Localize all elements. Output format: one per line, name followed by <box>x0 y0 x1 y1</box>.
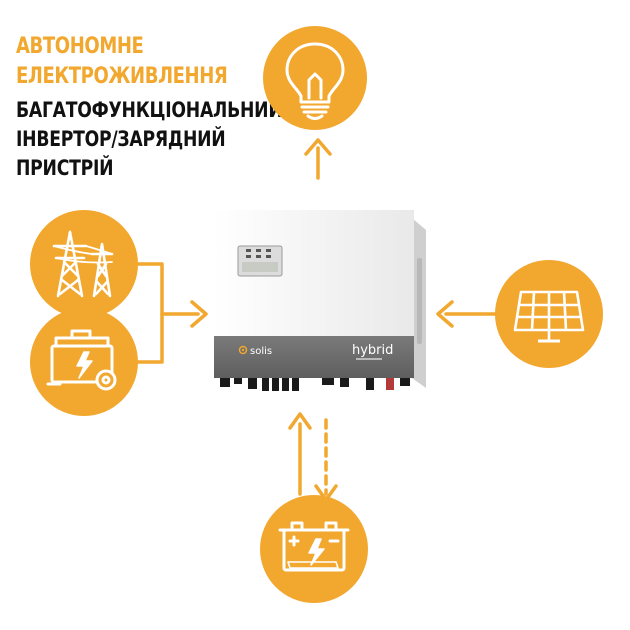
inverter: solis hybrid <box>214 210 426 391</box>
heading-accent-line-2: ЕЛЕКТРОЖИВЛЕННЯ <box>16 64 228 89</box>
solar-panel-icon <box>513 290 585 343</box>
connectors <box>134 138 498 502</box>
power-tower-icon <box>52 230 114 298</box>
inverter-band <box>214 336 414 378</box>
inverter-ports <box>220 378 410 391</box>
heading-main-line-1: БАГАТОФУНКЦІОНАЛЬНИЙ <box>16 98 283 122</box>
generator-connector <box>134 312 164 364</box>
light-bulb-icon <box>285 42 345 120</box>
generator-node <box>30 308 138 416</box>
generator-icon <box>46 329 117 391</box>
battery-icon <box>278 521 350 572</box>
grid-node <box>30 210 138 318</box>
solar-node <box>495 260 603 368</box>
battery-node <box>260 495 368 603</box>
heading-accent-line-1: АВТОНОМНЕ <box>16 34 144 59</box>
heading-main-line-2: ІНВЕРТОР/ЗАРЯДНИЙ <box>16 127 226 151</box>
battery-arrowhead-up <box>288 412 312 430</box>
input-arrowhead <box>190 300 208 328</box>
solis-logo: solis <box>238 345 272 357</box>
load-arrowhead <box>304 138 332 156</box>
inverter-right-rail <box>417 258 422 344</box>
grid-connector <box>134 262 200 316</box>
heading-accent: АВТОНОМНЕ ЕЛЕКТРОЖИВЛЕННЯ <box>16 32 228 92</box>
load-node <box>263 26 367 130</box>
inverter-model-sublabel <box>356 358 382 360</box>
heading-main: БАГАТОФУНКЦІОНАЛЬНИЙ ІНВЕРТОР/ЗАРЯДНИЙ П… <box>16 96 283 183</box>
inverter-buttons <box>246 249 271 258</box>
inverter-model-label: hybrid <box>352 343 393 358</box>
inverter-brand: solis <box>250 346 272 357</box>
heading-main-line-3: ПРИСТРІЙ <box>16 156 114 180</box>
solar-arrowhead <box>436 300 454 328</box>
